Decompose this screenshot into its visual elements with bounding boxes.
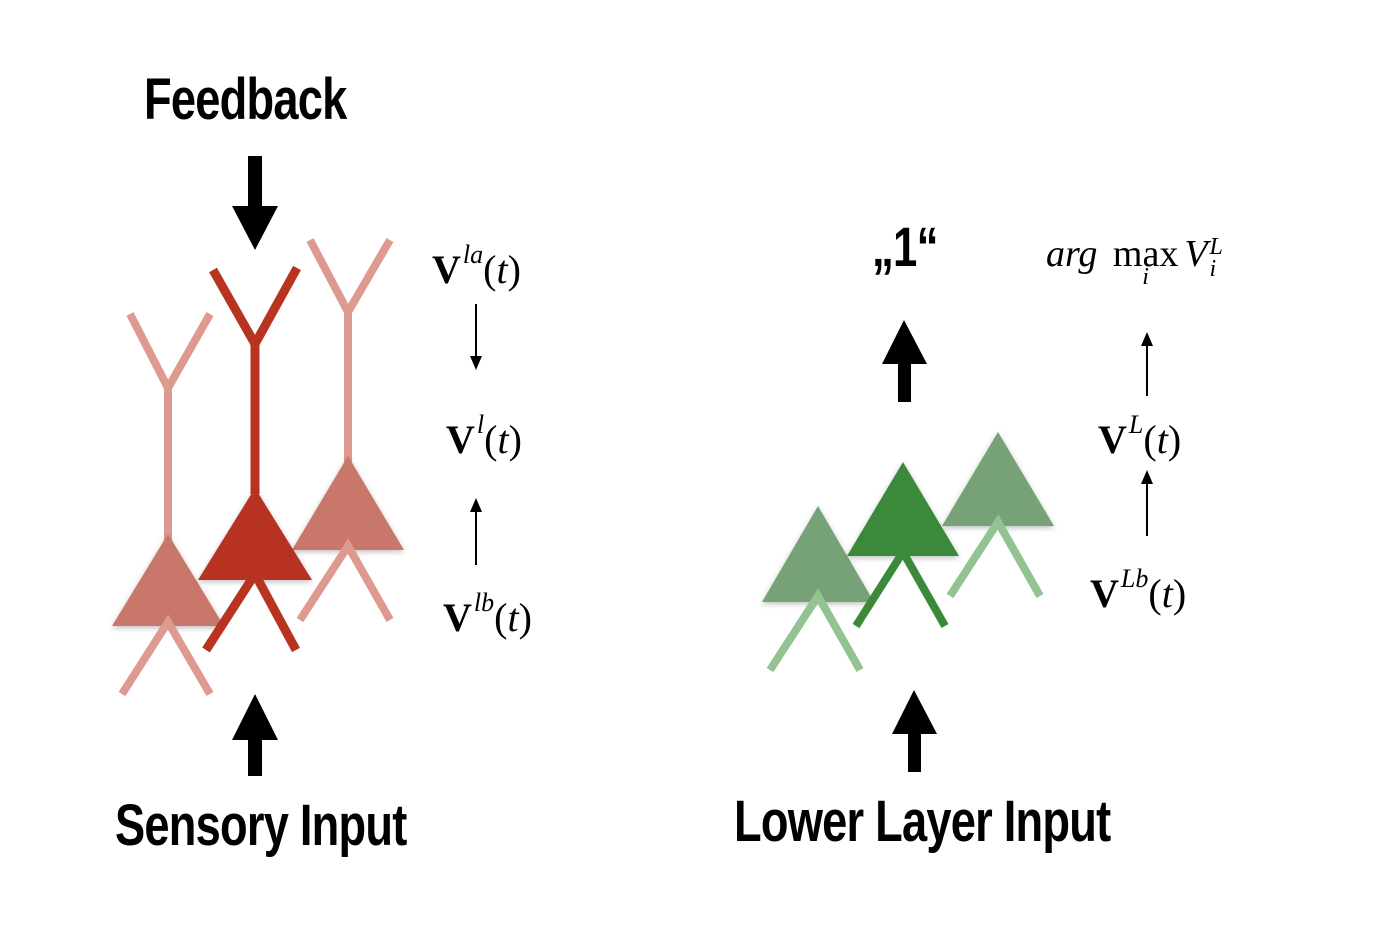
output-arrow: [882, 320, 927, 402]
green-neuron-right: [942, 432, 1054, 599]
red-neuron-right: [292, 237, 404, 623]
arrow-vla-to-vl: [470, 304, 482, 370]
green-neuron-center: [847, 462, 959, 629]
red-neuron-center: [198, 265, 312, 653]
v-Lb-label: VLb(t): [1090, 564, 1187, 616]
v-lb-label: Vlb(t): [443, 588, 532, 640]
arrow-vL-to-argmax: [1141, 332, 1153, 396]
lower-layer-input-arrow: [892, 690, 937, 772]
v-L-label: VL(t): [1098, 410, 1182, 462]
arrow-vlb-to-vl: [470, 498, 482, 565]
argmax-label: arg max i V L i: [1046, 233, 1223, 290]
red-neuron-left: [112, 312, 224, 697]
v-la-label: Vla(t): [432, 240, 521, 292]
arrow-vLb-to-vL: [1141, 470, 1153, 536]
feedback-label: Feedback: [144, 67, 347, 132]
output-one-label: „1“: [872, 215, 938, 278]
green-neuron-left: [762, 506, 874, 673]
v-l-label: Vl(t): [446, 410, 522, 462]
lower-layer-input-label: Lower Layer Input: [734, 789, 1111, 854]
sensory-input-arrow: [232, 694, 278, 776]
feedback-arrow: [232, 156, 278, 250]
sensory-input-label: Sensory Input: [115, 793, 407, 858]
